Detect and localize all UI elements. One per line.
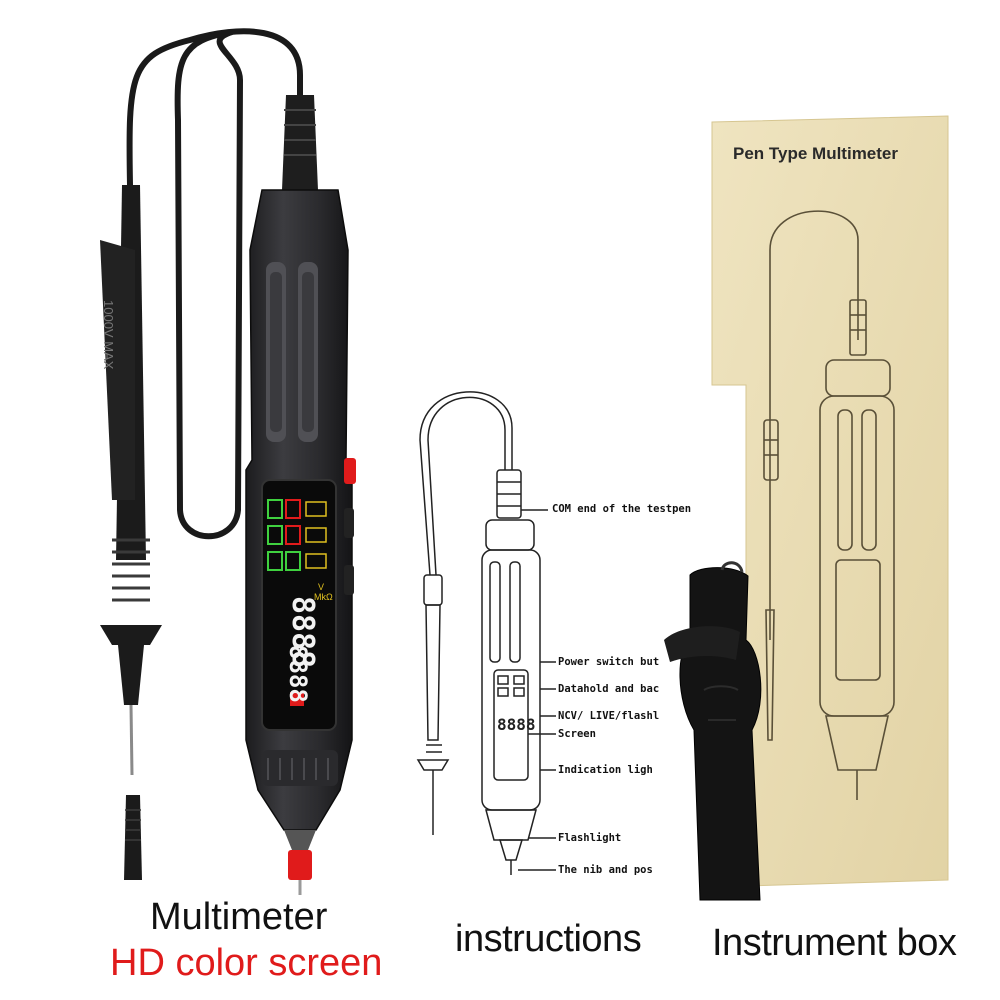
- callout-nib: The nib and pos: [558, 864, 653, 876]
- display-digits-secondary: 8888: [284, 645, 312, 703]
- callout-com: COM end of the testpen: [552, 503, 692, 515]
- probe-rating-label: 1000V MAX: [101, 300, 116, 370]
- callout-datahold: Datahold and bac: [558, 683, 660, 695]
- svg-text:8888: 8888: [497, 715, 536, 734]
- caption-instrument-box: Instrument box: [712, 922, 957, 964]
- caption-instructions: instructions: [455, 918, 642, 960]
- display-unit-ohm: MkΩ: [314, 592, 333, 602]
- caption-multimeter: Multimeter: [150, 896, 328, 938]
- callout-power: Power switch but: [558, 656, 660, 668]
- caption-hd-color-screen: HD color screen: [110, 942, 383, 984]
- callout-ncv: NCV/ LIVE/flashl: [558, 710, 660, 722]
- display-unit-v: V: [318, 582, 325, 592]
- callout-flashlight: Flashlight: [558, 832, 622, 844]
- callout-screen: Screen: [558, 728, 596, 740]
- box-title: Pen Type Multimeter: [733, 144, 898, 163]
- callout-indication: Indication ligh: [558, 764, 653, 776]
